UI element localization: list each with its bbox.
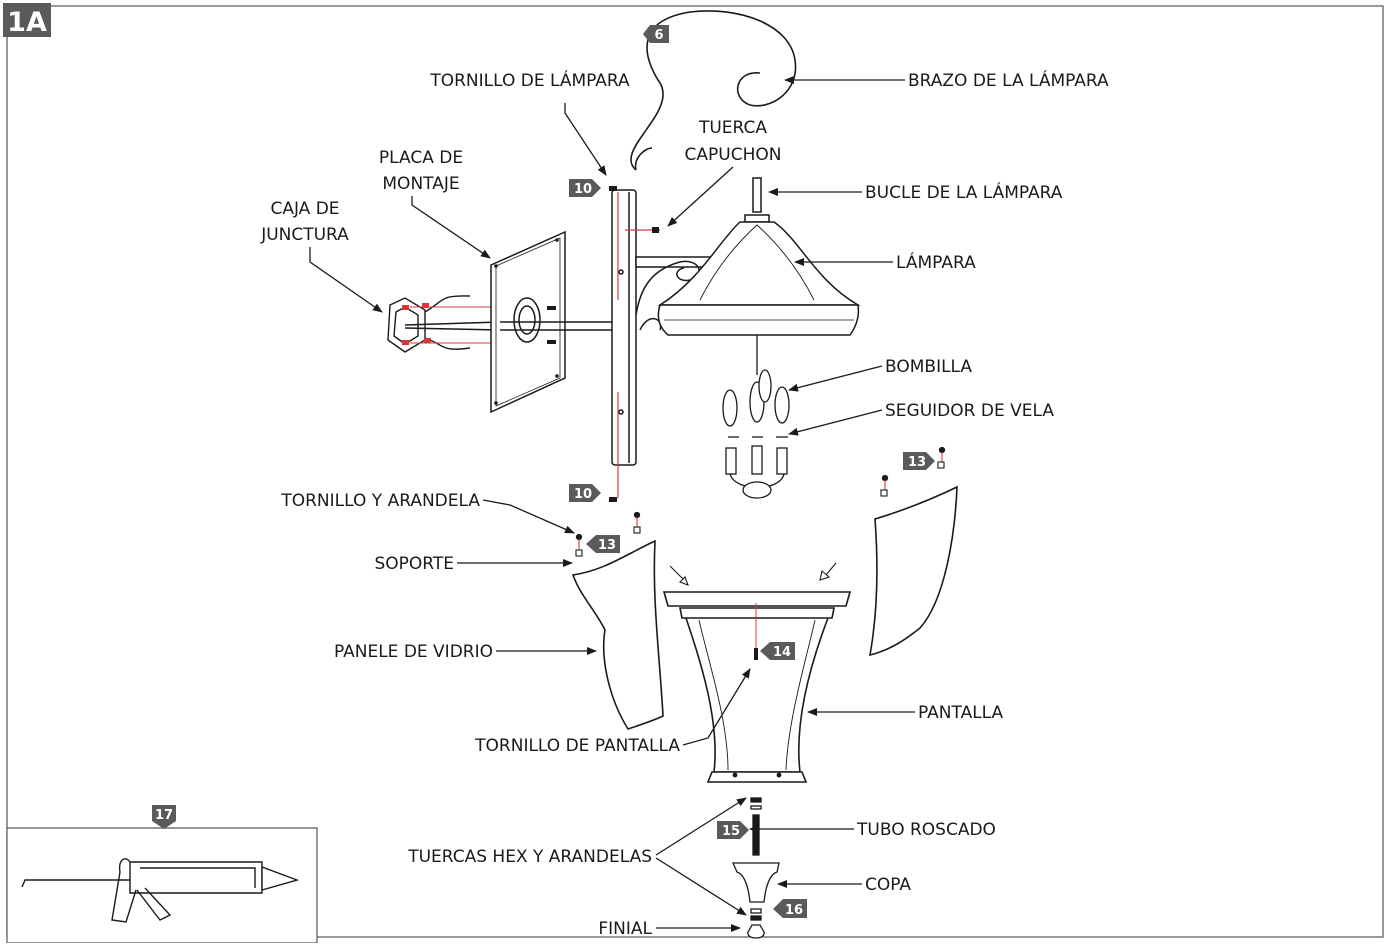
label-bombilla: BOMBILLA xyxy=(885,357,972,377)
label-tornillo-lampara: TORNILLO DE LÁMPARA xyxy=(429,69,630,91)
label-placa-line1: PLACA DE xyxy=(379,148,463,168)
figure-frame xyxy=(6,5,1384,938)
plate-screws xyxy=(494,238,559,405)
svg-text:13: 13 xyxy=(598,538,616,553)
mounting-plate xyxy=(490,230,620,414)
svg-text:14: 14 xyxy=(773,645,791,660)
label-brazo: BRAZO DE LA LÁMPARA xyxy=(908,69,1109,91)
badge-15: 15 xyxy=(717,821,749,839)
label-placa-line2: MONTAJE xyxy=(382,174,459,194)
shade-screw xyxy=(754,603,758,660)
lower-hardware xyxy=(731,797,780,939)
label-caja-line2: JUNCTURA xyxy=(260,225,349,245)
badge-10-top: 10 xyxy=(569,179,601,197)
badge-13-right: 13 xyxy=(903,452,935,470)
label-lampara: LÁMPARA xyxy=(896,251,976,273)
badge-6: 6 xyxy=(643,25,669,43)
backplate xyxy=(611,189,637,466)
label-bucle: BUCLE DE LA LÁMPARA xyxy=(865,181,1063,203)
label-pantalla: PANTALLA xyxy=(918,703,1004,723)
label-tubo: TUBO ROSCADO xyxy=(856,820,996,840)
label-copa: COPA xyxy=(865,875,911,895)
bracket-hardware xyxy=(575,446,946,557)
lamp-screws xyxy=(609,186,659,502)
caulk-gun-icon xyxy=(21,858,300,923)
label-tuerca-line1: TUERCA xyxy=(698,118,767,138)
svg-text:10: 10 xyxy=(574,182,592,197)
badge-10-bottom: 10 xyxy=(569,484,601,502)
junction-box-screws xyxy=(402,303,431,345)
label-finial: FINIAL xyxy=(598,919,652,939)
badge-17: 17 xyxy=(152,805,176,829)
svg-text:10: 10 xyxy=(574,487,592,502)
candle-cluster xyxy=(722,335,790,499)
glass-panel-left xyxy=(571,539,664,730)
svg-text:16: 16 xyxy=(785,903,803,918)
svg-text:6: 6 xyxy=(654,28,663,43)
badge-13-left: 13 xyxy=(586,535,620,553)
caulk-gun-inset xyxy=(6,827,318,944)
svg-text:17: 17 xyxy=(155,808,173,823)
svg-text:13: 13 xyxy=(908,455,926,470)
lamp-arm xyxy=(630,10,797,171)
leader-lines xyxy=(309,76,915,932)
label-tornillo-arandela: TORNILLO Y ARANDELA xyxy=(280,491,480,511)
shade-frame xyxy=(662,591,852,783)
junction-box xyxy=(387,295,501,353)
label-seguidor: SEGUIDOR DE VELA xyxy=(885,401,1054,421)
lamp-hood xyxy=(657,177,861,336)
label-soporte: SOPORTE xyxy=(374,554,454,574)
label-tornillo-pantalla: TORNILLO DE PANTALLA xyxy=(474,736,680,756)
label-tuercas-hex: TUERCAS HEX Y ARANDELAS xyxy=(407,847,652,867)
badge-14: 14 xyxy=(760,642,795,660)
svg-text:15: 15 xyxy=(722,824,740,839)
callout-labels: BRAZO DE LA LÁMPARA TORNILLO DE LÁMPARA … xyxy=(260,69,1109,939)
label-panele: PANELE DE VIDRIO xyxy=(334,642,493,662)
glass-panel-right xyxy=(868,485,958,657)
figure-label-box: 1A xyxy=(3,3,51,38)
label-tuerca-line2: CAPUCHON xyxy=(685,145,782,165)
figure-label: 1A xyxy=(7,7,47,38)
badge-16: 16 xyxy=(773,899,807,918)
insert-arrows xyxy=(669,562,837,586)
label-caja-line1: CAJA DE xyxy=(270,199,339,219)
